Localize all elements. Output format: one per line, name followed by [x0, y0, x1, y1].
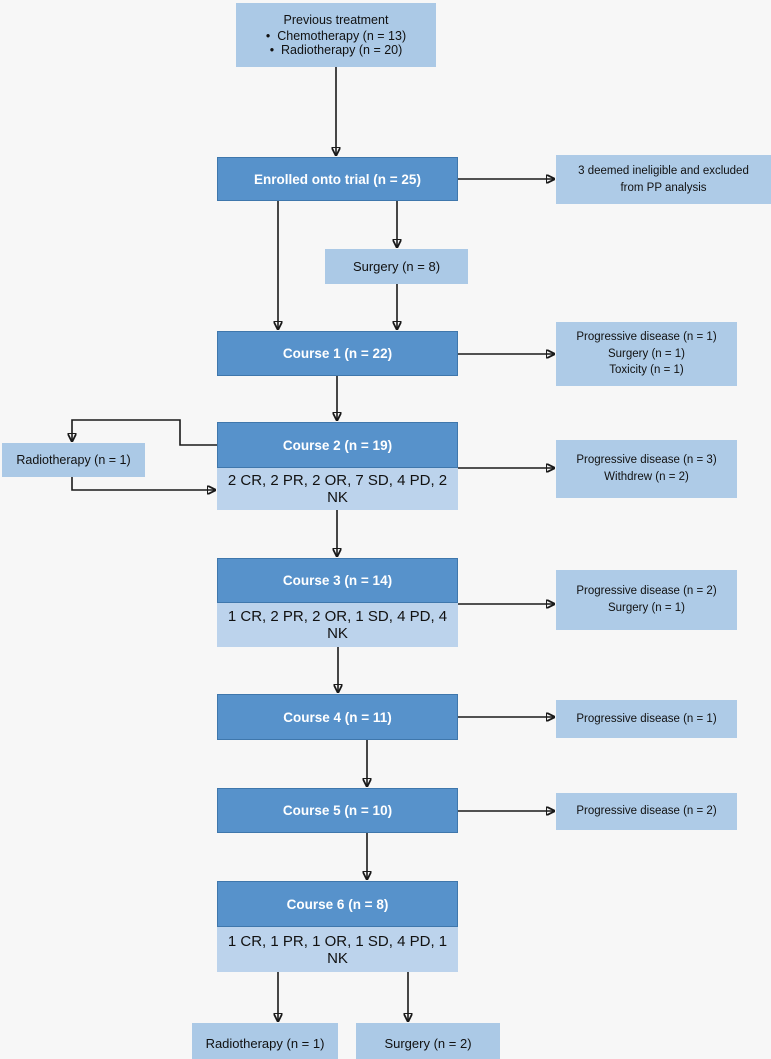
course2-side-line-1: Progressive disease (n = 3) — [576, 454, 717, 467]
course1-side-line-1: Progressive disease (n = 1) — [576, 330, 717, 343]
course2-results-row: 2 CR, 2 PR, 2 OR, 7 SD, 4 PD, 2 NK — [217, 468, 458, 510]
course3-side-line-2: Surgery (n = 1) — [607, 602, 686, 614]
course2-results-text: 2 CR, 2 PR, 2 OR, 7 SD, 4 PD, 2 NK — [227, 472, 448, 506]
course2-box: Course 2 (n = 19) — [217, 422, 458, 468]
course1-box: Course 1 (n = 22) — [217, 331, 458, 376]
excluded-line-1: 3 deemed ineligible and excluded — [578, 164, 749, 177]
course4-box: Course 4 (n = 11) — [217, 694, 458, 740]
radiotherapy-bottom-label: Radiotherapy (n = 1) — [205, 1035, 325, 1051]
arrow-course2-to-radioleft — [72, 419, 217, 446]
excluded-line-2: from PP analysis — [620, 181, 707, 194]
course5-side-box: Progressive disease (n = 2) — [556, 793, 737, 830]
course4-label: Course 4 (n = 11) — [283, 709, 392, 725]
course6-box: Course 6 (n = 8) — [217, 881, 458, 927]
course2-side-line-2: Withdrew (n = 2) — [604, 471, 689, 483]
previous-treatment-radio: Radiotherapy (n = 20) — [270, 43, 402, 57]
course2-label: Course 2 (n = 19) — [282, 437, 393, 453]
radiotherapy-bottom-box: Radiotherapy (n = 1) — [192, 1023, 338, 1059]
arrow-radioleft-to-results2 — [71, 477, 215, 490]
course5-side-line-1: Progressive disease (n = 2) — [576, 805, 717, 818]
course6-label: Course 6 (n = 8) — [286, 896, 389, 912]
course1-side-line-3: Toxicity (n = 1) — [609, 364, 684, 377]
course3-results-row: 1 CR, 2 PR, 2 OR, 1 SD, 4 PD, 4 NK — [217, 603, 458, 647]
course5-box: Course 5 (n = 10) — [217, 788, 458, 833]
surgery-bottom-box: Surgery (n = 2) — [356, 1023, 500, 1059]
previous-treatment-box: Previous treatment Chemotherapy (n = 13)… — [236, 3, 436, 67]
course6-results-row: 1 CR, 1 PR, 1 OR, 1 SD, 4 PD, 1 NK — [217, 927, 458, 972]
course4-side-line-1: Progressive disease (n = 1) — [576, 712, 717, 725]
enrolled-box: Enrolled onto trial (n = 25) — [217, 157, 458, 201]
course3-box: Course 3 (n = 14) — [217, 558, 458, 603]
course1-side-line-2: Surgery (n = 1) — [607, 347, 686, 360]
course1-side-box: Progressive disease (n = 1) Surgery (n =… — [556, 322, 737, 386]
course6-results-text: 1 CR, 1 PR, 1 OR, 1 SD, 4 PD, 1 NK — [227, 932, 448, 967]
previous-treatment-chemo: Chemotherapy (n = 13) — [266, 29, 406, 43]
course1-label: Course 1 (n = 22) — [282, 346, 393, 361]
excluded-box: 3 deemed ineligible and excluded from PP… — [556, 155, 771, 204]
surgery-mid-label: Surgery (n = 8) — [352, 259, 441, 274]
course3-side-box: Progressive disease (n = 2) Surgery (n =… — [556, 570, 737, 630]
enrolled-label: Enrolled onto trial (n = 25) — [254, 171, 421, 187]
surgery-mid-box: Surgery (n = 8) — [325, 249, 468, 284]
course3-results-text: 1 CR, 2 PR, 2 OR, 1 SD, 4 PD, 4 NK — [227, 608, 448, 642]
course3-side-line-1: Progressive disease (n = 2) — [576, 585, 717, 598]
course2-side-box: Progressive disease (n = 3) Withdrew (n … — [556, 440, 737, 498]
course3-label: Course 3 (n = 14) — [282, 573, 393, 588]
course5-label: Course 5 (n = 10) — [282, 803, 393, 818]
previous-treatment-title: Previous treatment — [283, 13, 389, 27]
course4-side-box: Progressive disease (n = 1) — [556, 700, 737, 738]
surgery-bottom-label: Surgery (n = 2) — [384, 1035, 472, 1051]
radiotherapy-left-box: Radiotherapy (n = 1) — [2, 443, 145, 477]
radiotherapy-left-label: Radiotherapy (n = 1) — [16, 453, 131, 467]
